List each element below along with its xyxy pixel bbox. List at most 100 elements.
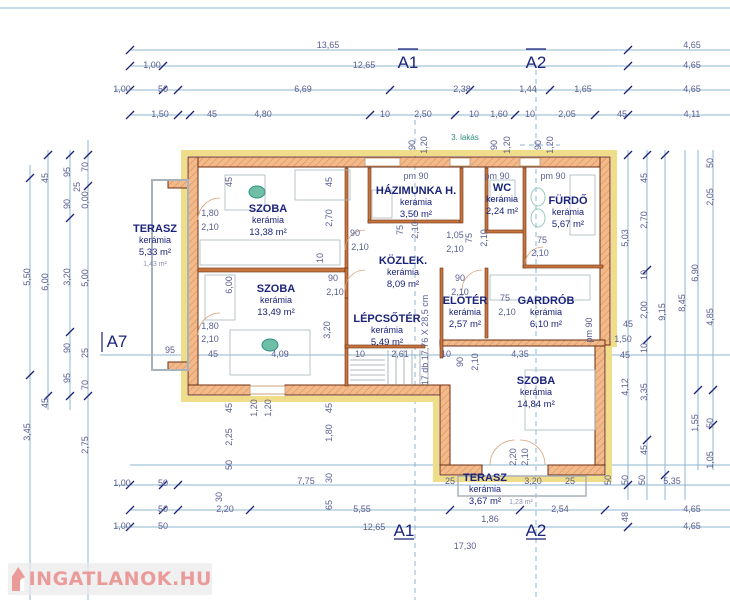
dimension-tick xyxy=(173,110,183,120)
dimension-label: 2,10 xyxy=(498,307,516,317)
dimension-tick xyxy=(65,213,75,223)
dimension-label: 45 xyxy=(40,173,50,183)
dimension-label: 75 xyxy=(395,225,405,235)
dimension-label: 25 xyxy=(565,476,575,486)
dimension-label: 3,20 xyxy=(524,476,542,486)
door-swing xyxy=(197,312,221,336)
furniture-outline xyxy=(524,369,596,431)
interior-wall xyxy=(484,229,526,234)
room-name: KÖZLEK. xyxy=(379,254,427,267)
dimension-tick xyxy=(43,391,53,401)
dimension-label: 90 xyxy=(489,140,499,150)
room-area: 14,84 m² xyxy=(517,399,555,410)
room-area: 5,49 m² xyxy=(371,337,403,348)
dimension-tick xyxy=(125,522,135,532)
dimension-label: 1,44 xyxy=(519,84,537,94)
dimension-tick xyxy=(158,85,168,95)
dimension-tick xyxy=(642,435,652,445)
dimension-tick xyxy=(623,480,633,490)
interior-wall xyxy=(484,267,489,339)
room-extra-area: 1,23 m² xyxy=(509,499,533,506)
sink-icon xyxy=(530,208,546,228)
dimension-tick xyxy=(445,505,455,515)
apartment-note: 3. lakás xyxy=(451,133,479,142)
dimension-tick xyxy=(623,150,633,160)
dimension-label: 90 xyxy=(328,273,338,283)
headroom-label: pm 90 xyxy=(584,317,594,342)
dimension-label: 30 xyxy=(324,473,334,483)
room-name: ELŐTÉR xyxy=(443,294,488,307)
outer-wall xyxy=(167,361,189,371)
door-swing xyxy=(344,269,366,291)
dimension-tick xyxy=(83,150,93,160)
dimension-label: 25 xyxy=(72,182,82,192)
dimension-label: 25 xyxy=(80,348,90,358)
dimension-tick xyxy=(590,110,600,120)
section-marker: A1 xyxy=(394,521,415,540)
room-floor-material: kerámia xyxy=(552,207,584,217)
furniture-outline xyxy=(294,169,351,201)
dimension-label: 9,15 xyxy=(657,303,667,321)
dimension-label: 6,00 xyxy=(40,273,50,291)
outer-wall xyxy=(439,339,606,347)
dimension-tick xyxy=(125,480,135,490)
dimension-label: 1,00 xyxy=(143,60,161,70)
dimension-label: 2,50 xyxy=(414,109,432,119)
outer-wall xyxy=(599,156,611,346)
dimension-label: 1,80 xyxy=(201,321,219,331)
dimension-label: 10 xyxy=(441,349,451,359)
dimension-label: 75 xyxy=(464,233,474,243)
dimension-tick xyxy=(25,370,35,380)
interior-wall xyxy=(367,167,372,224)
room-floor-material: kerámia xyxy=(371,325,403,335)
sink-icon xyxy=(530,187,546,207)
dimension-label: 45 xyxy=(639,173,649,183)
dimension-label: 90 xyxy=(62,343,72,353)
interior-wall xyxy=(344,344,426,349)
dimension-label: 3,35 xyxy=(639,383,649,401)
dimension-tick xyxy=(185,110,195,120)
dimension-tick xyxy=(125,85,135,95)
dimension-tick xyxy=(660,150,670,160)
dimension-tick xyxy=(642,335,652,345)
dimension-label: 90 xyxy=(350,228,360,238)
interior-walls xyxy=(197,167,604,387)
dimension-label: 1,86 xyxy=(481,514,499,524)
dimension-tick xyxy=(83,391,93,401)
outer-wall xyxy=(187,384,251,396)
dimension-tick xyxy=(125,61,135,71)
dimension-label: 1,50 xyxy=(151,109,169,119)
dimension-label: 4,65 xyxy=(683,40,701,50)
interior-wall xyxy=(522,264,604,269)
furniture-outline xyxy=(199,239,341,266)
section-marker: A2 xyxy=(526,53,547,72)
dimension-tick xyxy=(708,385,718,395)
dimension-label: 1,80 xyxy=(324,424,334,442)
interior-wall xyxy=(344,167,349,269)
room-extra-area: 1,43 m² xyxy=(143,261,167,268)
interior-wall xyxy=(439,267,444,359)
dimension-label: 65 xyxy=(324,500,334,510)
house-icon xyxy=(12,567,25,591)
dimension-tick xyxy=(65,327,75,337)
dimension-label: 2,10 xyxy=(201,334,219,344)
room-floor-material: kerámia xyxy=(486,194,518,204)
outer-wall xyxy=(547,464,606,476)
dimension-label: 1,20 xyxy=(419,136,429,154)
dimension-label: 4,65 xyxy=(683,60,701,70)
dimension-tick xyxy=(125,505,135,515)
room-floor-material: kerámia xyxy=(520,387,552,397)
dimension-tick xyxy=(623,522,633,532)
dimension-label: 10 xyxy=(525,109,535,119)
logo-text: INGATLANOK.HU xyxy=(28,568,212,590)
interior-wall xyxy=(459,167,464,224)
dimension-tick xyxy=(545,85,555,95)
dimension-tick xyxy=(173,85,183,95)
room-area: 13,38 m² xyxy=(249,227,287,238)
dimension-label: 1,50 xyxy=(614,334,632,344)
dimension-label: 50 xyxy=(158,521,168,531)
dimension-tick xyxy=(365,110,375,120)
dimension-label: 45 xyxy=(639,445,649,455)
